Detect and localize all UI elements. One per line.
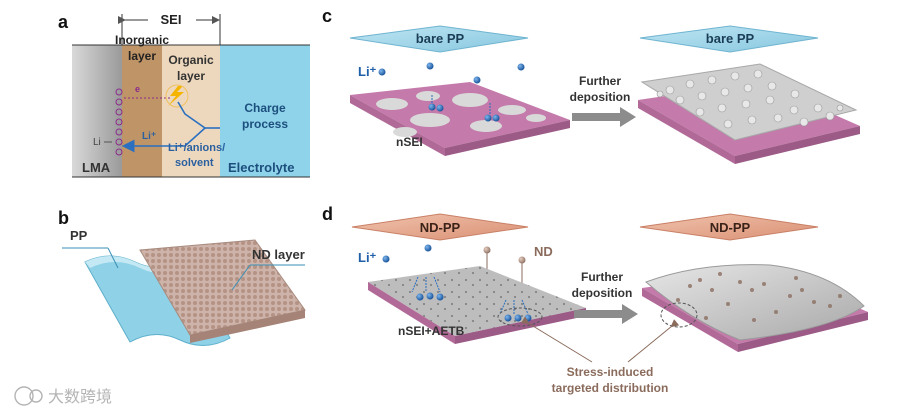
sei-label: SEI bbox=[161, 12, 182, 27]
panel-c-letter: c bbox=[322, 6, 332, 26]
charge-label-1: Charge bbox=[244, 101, 286, 115]
panel-a: a SEI Inorganic layer Organic layer Char… bbox=[58, 12, 310, 178]
nd-pp-label-right: ND-PP bbox=[710, 220, 751, 235]
inorganic-label-1: Inorganic bbox=[115, 33, 169, 47]
further-deposition-arrow-d bbox=[574, 304, 638, 324]
stress-label-2: targeted distribution bbox=[552, 381, 669, 395]
li-label: Li bbox=[93, 137, 101, 148]
bare-pp-label-left: bare PP bbox=[416, 31, 465, 46]
inorganic-layer-region bbox=[122, 45, 162, 177]
dense-film bbox=[645, 264, 865, 341]
ion-cluster-d bbox=[411, 276, 543, 327]
stress-label-1: Stress-induced bbox=[567, 365, 654, 379]
watermark: 大数跨境 bbox=[14, 386, 112, 406]
lma-label: LMA bbox=[82, 160, 111, 175]
inorganic-label-2: layer bbox=[128, 49, 156, 63]
electron-column bbox=[115, 88, 123, 156]
nd-layer-label: ND layer bbox=[252, 247, 305, 262]
transport-label-1: Li⁺/anions/ bbox=[168, 142, 225, 154]
lma-region bbox=[72, 45, 122, 177]
substrate-c-left bbox=[350, 82, 570, 156]
lightning-icon bbox=[168, 86, 184, 106]
electrolyte-region bbox=[220, 45, 310, 177]
bare-pp-plate-right bbox=[639, 25, 819, 53]
nd-pp-label-left: ND-PP bbox=[420, 220, 461, 235]
organic-label-1: Organic bbox=[168, 53, 214, 67]
charge-label-2: process bbox=[242, 117, 288, 131]
li-plus-label-d: Li⁺ bbox=[358, 250, 377, 265]
nsei-label: nSEI bbox=[396, 135, 423, 149]
bare-pp-plate-left bbox=[349, 25, 529, 53]
li-transport-path bbox=[177, 101, 206, 129]
panel-d-letter: d bbox=[322, 204, 333, 224]
organic-label-2: layer bbox=[177, 69, 205, 83]
further-dep-d-2: deposition bbox=[572, 286, 633, 300]
further-dep-c-2: deposition bbox=[570, 90, 631, 104]
nd-pp-plate-right bbox=[639, 213, 819, 241]
further-deposition-arrow-c bbox=[572, 107, 636, 127]
further-dep-d-1: Further bbox=[581, 270, 623, 284]
nsei-aetb-label: nSEI+AETB bbox=[398, 324, 465, 338]
nd-label: ND bbox=[534, 244, 553, 259]
organic-layer-region bbox=[162, 45, 220, 177]
substrate-c-right bbox=[638, 63, 860, 164]
li-plus-label-c: Li⁺ bbox=[358, 64, 377, 79]
electrolyte-label: Electrolyte bbox=[228, 160, 294, 175]
transport-label-2: solvent bbox=[175, 157, 214, 169]
panel-d: d ND-PP Li⁺ ND bbox=[322, 204, 868, 395]
panel-b: b PP ND layer bbox=[58, 208, 306, 346]
pp-label: PP bbox=[70, 228, 88, 243]
watermark-text: 大数跨境 bbox=[48, 387, 112, 406]
li-plus-label: Li⁺ bbox=[142, 131, 156, 142]
electron-label: e bbox=[135, 84, 140, 94]
nd-pp-plate-left bbox=[351, 213, 529, 241]
panel-b-letter: b bbox=[58, 208, 69, 228]
substrate-d-right bbox=[642, 264, 868, 352]
ion-cluster-c bbox=[428, 95, 500, 122]
further-dep-c-1: Further bbox=[579, 74, 621, 88]
panel-a-letter: a bbox=[58, 12, 69, 32]
panel-c: c bare PP Li⁺ bbox=[322, 6, 860, 164]
bare-pp-label-right: bare PP bbox=[706, 31, 755, 46]
